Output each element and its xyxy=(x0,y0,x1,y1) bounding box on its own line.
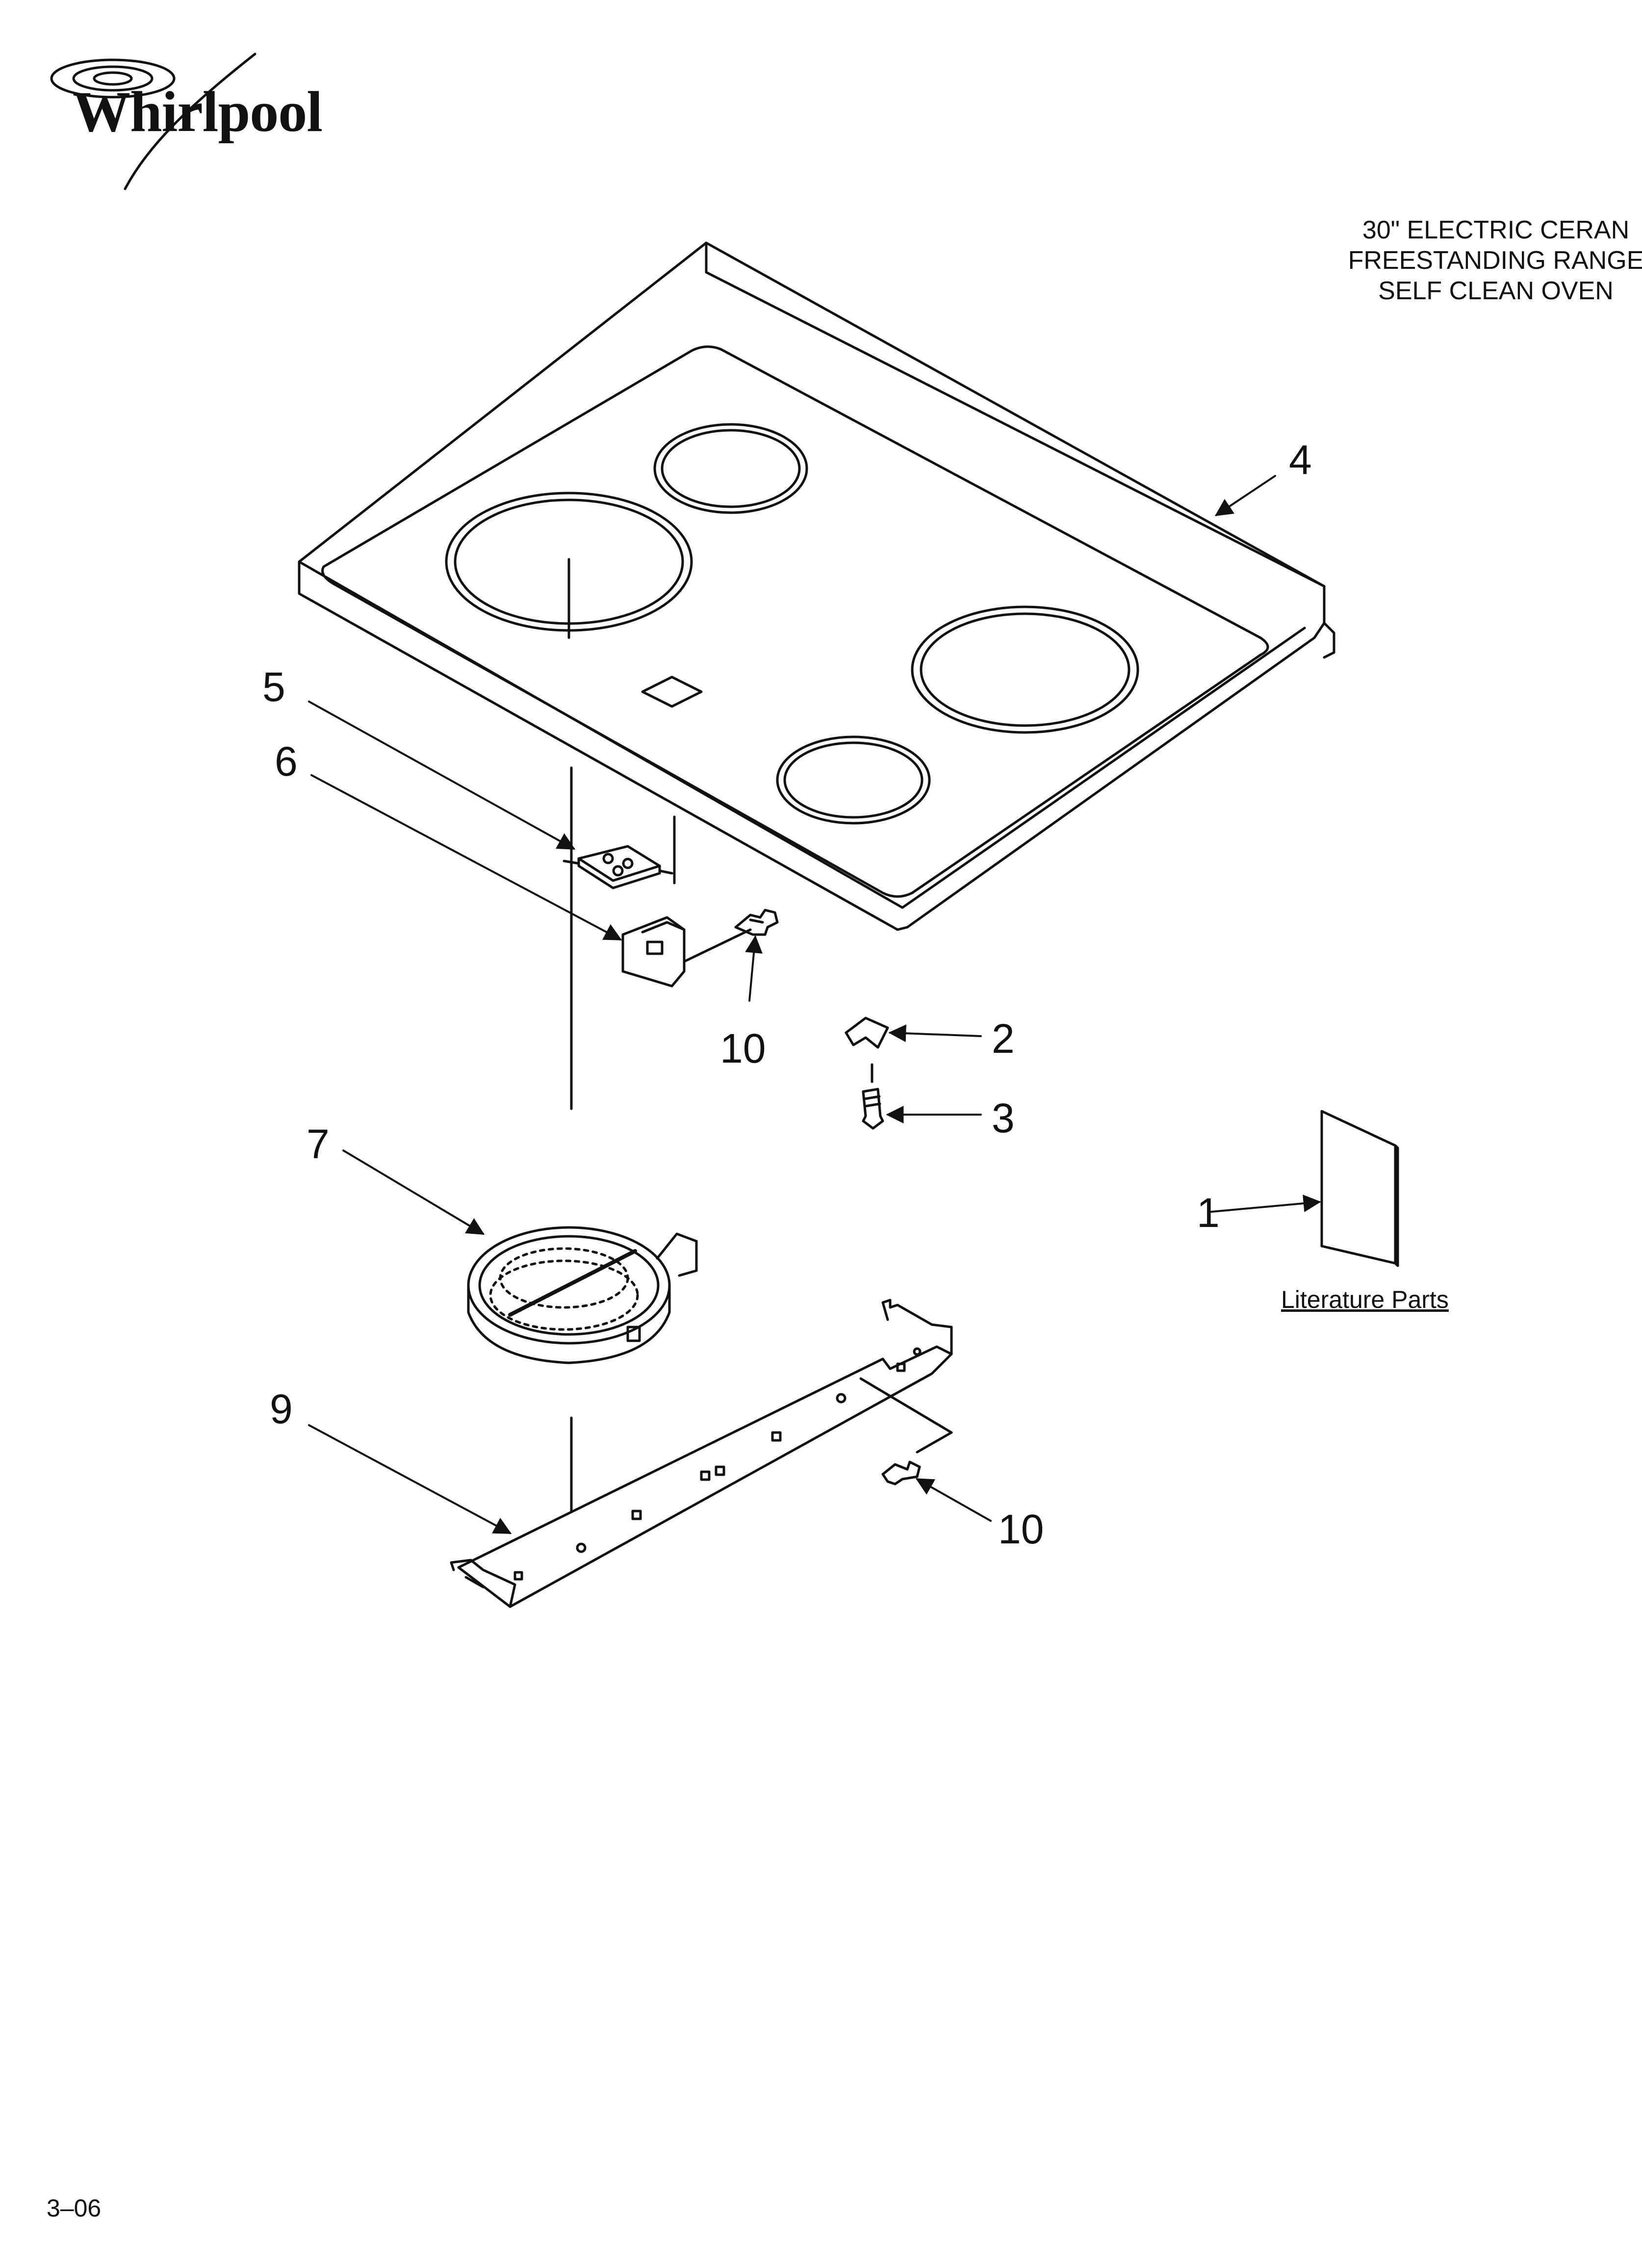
callout-2: 2 xyxy=(992,1016,1015,1062)
literature-booklet-part-1 xyxy=(1320,1110,1399,1267)
title-line-3: SELF CLEAN OVEN xyxy=(1378,277,1614,305)
switch-part-5 xyxy=(563,845,673,889)
literature-parts-label: Literature Parts xyxy=(1281,1286,1449,1313)
callout-10-lower: 10 xyxy=(998,1506,1044,1552)
bracket-part-6 xyxy=(621,916,752,988)
leader-lines xyxy=(308,475,1321,1534)
screw-part-3 xyxy=(862,1088,884,1130)
radiant-element-part-7 xyxy=(467,1226,698,1364)
revision-code: 3–06 xyxy=(47,2194,102,2222)
screw-part-10-lower xyxy=(881,1460,921,1486)
title-line-2: FREESTANDING RANGE xyxy=(1348,246,1642,275)
callout-7: 7 xyxy=(307,1121,330,1167)
callout-5: 5 xyxy=(262,664,285,710)
diagram-title: 30" ELECTRIC CERAN FREESTANDING RANGE SE… xyxy=(1226,215,1642,306)
callout-6: 6 xyxy=(275,738,298,784)
callout-1: 1 xyxy=(1197,1190,1220,1236)
title-line-1: 30" ELECTRIC CERAN xyxy=(1362,216,1630,244)
support-bracket-part-9 xyxy=(450,1299,953,1608)
callout-10-upper: 10 xyxy=(720,1025,766,1071)
brand-logo-wordmark: Whirlpool xyxy=(73,79,323,144)
callout-4: 4 xyxy=(1289,437,1312,483)
callout-9: 9 xyxy=(270,1386,293,1432)
callout-3: 3 xyxy=(992,1095,1015,1141)
clip-part-2 xyxy=(845,1017,889,1083)
brand-logo-swirl xyxy=(50,52,257,190)
screw-part-10-upper xyxy=(734,909,779,936)
assembly-centerline xyxy=(570,766,676,1512)
cooktop-glass-part-4 xyxy=(298,241,1335,931)
